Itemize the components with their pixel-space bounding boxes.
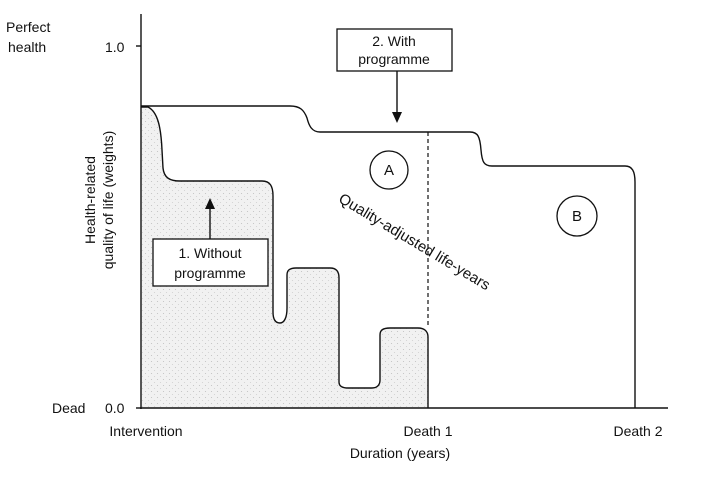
region-a-circle xyxy=(369,150,409,190)
region-a-label: A xyxy=(384,162,394,179)
with-programme-label-line1: 2. With xyxy=(372,33,416,49)
with-programme-label-line2: programme xyxy=(358,51,430,67)
with-programme-box xyxy=(336,28,453,72)
without-programme-arrowhead-icon xyxy=(205,198,215,209)
top-label-line1: Perfect xyxy=(6,19,50,35)
with-programme-arrowhead-icon xyxy=(392,112,402,123)
x-axis-title: Duration (years) xyxy=(350,445,450,461)
y-axis-title-line2: quality of life (weights) xyxy=(100,131,116,270)
without-programme-label-line1: 1. Without xyxy=(178,245,241,261)
region-b-label: B xyxy=(572,208,582,225)
x-tick-death1: Death 1 xyxy=(403,423,452,439)
y-axis-title-line1: Health-related xyxy=(82,156,98,244)
x-tick-death2: Death 2 xyxy=(613,423,662,439)
without-programme-curve xyxy=(141,106,429,408)
bottom-label: Dead xyxy=(52,400,85,416)
top-tick-label: 1.0 xyxy=(105,39,125,55)
top-label-line2: health xyxy=(8,39,46,55)
without-programme-label-line2: programme xyxy=(174,265,246,281)
qaly-label: Quality-adjusted life-years xyxy=(336,190,493,294)
x-tick-intervention: Intervention xyxy=(109,423,182,439)
bottom-tick-label: 0.0 xyxy=(105,400,125,416)
without-programme-area xyxy=(141,107,428,408)
with-programme-curve xyxy=(141,105,636,408)
region-b-circle xyxy=(556,195,598,237)
